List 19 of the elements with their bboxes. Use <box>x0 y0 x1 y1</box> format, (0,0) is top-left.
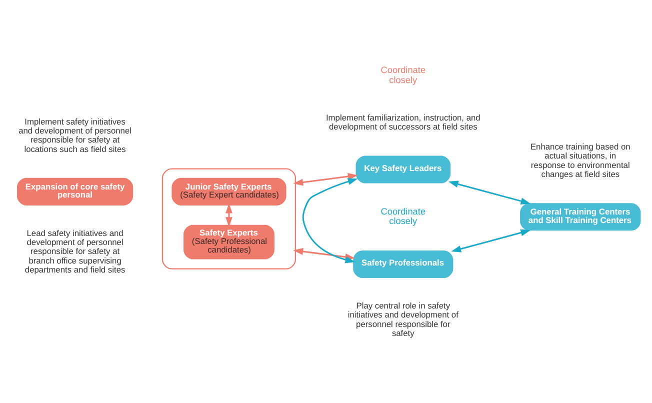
label: Implement safety initiatives and development of personnel responsible for safety at locations such as field sites <box>18 116 132 154</box>
node-box: Safety Professionals <box>353 250 454 278</box>
label: Coordinate closely <box>380 206 426 226</box>
arrow <box>451 228 531 252</box>
node-box: Junior Safety Experts (Safety Expert candidates) <box>172 177 286 205</box>
cluster <box>162 168 296 269</box>
label: Coordinate closely <box>380 64 426 84</box>
arrow <box>448 180 531 204</box>
arrow <box>226 202 232 227</box>
node-box: General Training Centers and Skill Training Centers <box>520 202 641 230</box>
label: Implement familiarization, instruction, and development of successors at field sites <box>326 112 480 132</box>
node-box: Key Safety Leaders <box>356 155 451 183</box>
label: Enhance training based on actual situations, in response to environmental changes at field sites <box>530 141 630 179</box>
node-box: Expansion of core safety personal <box>17 177 134 205</box>
arrow <box>302 178 358 263</box>
label: Lead safety initiatives and development of personnel responsible for safety at branch office supervising departments and field sites <box>24 227 126 274</box>
arrow <box>293 172 358 186</box>
label: Play central role in safety initiatives and development of personnel responsible for safety <box>348 300 458 338</box>
node-box: Safety Experts (Safety Professional candidates) <box>184 224 274 259</box>
